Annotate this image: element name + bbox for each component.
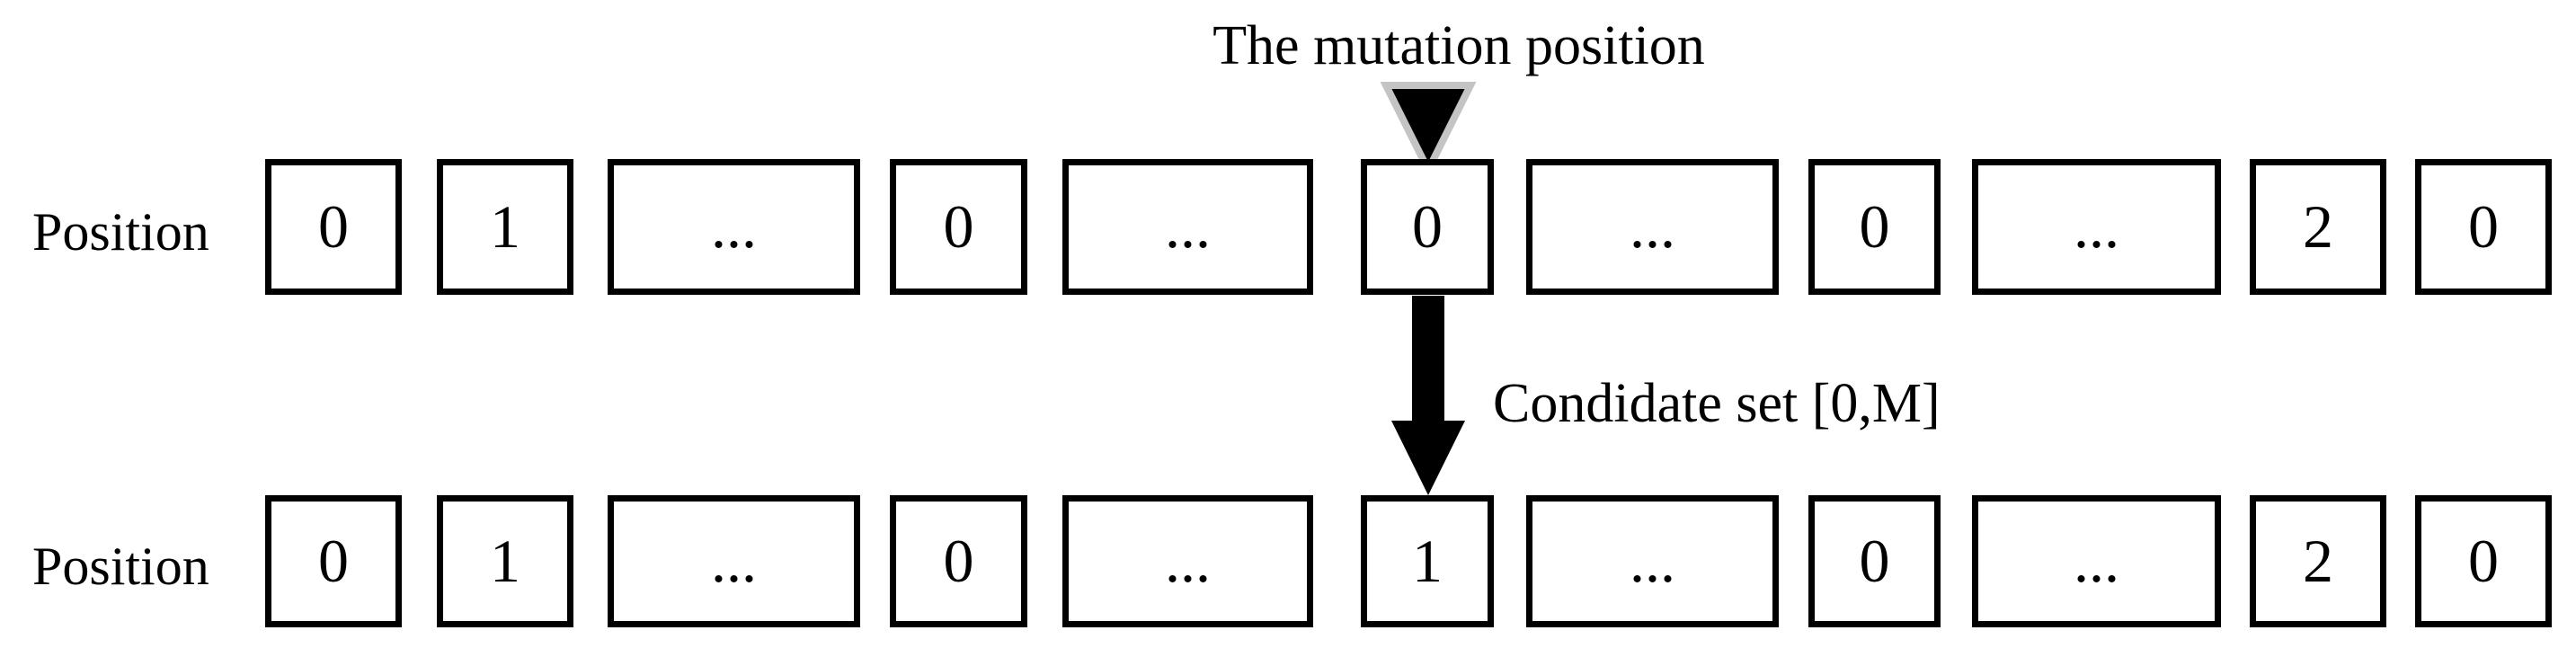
sequence-cell: 0 [2415, 159, 2552, 295]
sequence-cell: 2 [2250, 159, 2386, 295]
mutated-cell: 1 [1361, 495, 1494, 627]
row-label-before: Position [32, 201, 209, 262]
sequence-cell: ... [1972, 495, 2221, 627]
mutation-arrow-icon [1391, 296, 1465, 495]
sequence-cell: 1 [437, 495, 573, 627]
sequence-cell: ... [608, 495, 860, 627]
mutation-cell: 0 [1361, 159, 1494, 295]
sequence-cell: 0 [265, 159, 402, 295]
sequence-cell: ... [608, 159, 860, 295]
sequence-cell: 2 [2250, 495, 2386, 627]
sequence-cell: ... [1526, 159, 1779, 295]
sequence-cell: ... [1972, 159, 2221, 295]
sequence-cell: 0 [1808, 159, 1941, 295]
sequence-cell: 0 [2415, 495, 2552, 627]
row-label-after: Position [32, 536, 209, 596]
mutation-marker-icon [1380, 82, 1477, 178]
candidate-set-label: Condidate set [0,M] [1493, 373, 1941, 434]
sequence-cell: ... [1526, 495, 1779, 627]
sequence-cell: 1 [437, 159, 573, 295]
sequence-cell: ... [1062, 159, 1313, 295]
sequence-cell: 0 [890, 159, 1027, 295]
sequence-cell: 0 [265, 495, 402, 627]
sequence-cell: 0 [1808, 495, 1941, 627]
sequence-cell: ... [1062, 495, 1313, 627]
sequence-cell: 0 [890, 495, 1027, 627]
mutation-position-label: The mutation position [1212, 15, 1705, 76]
